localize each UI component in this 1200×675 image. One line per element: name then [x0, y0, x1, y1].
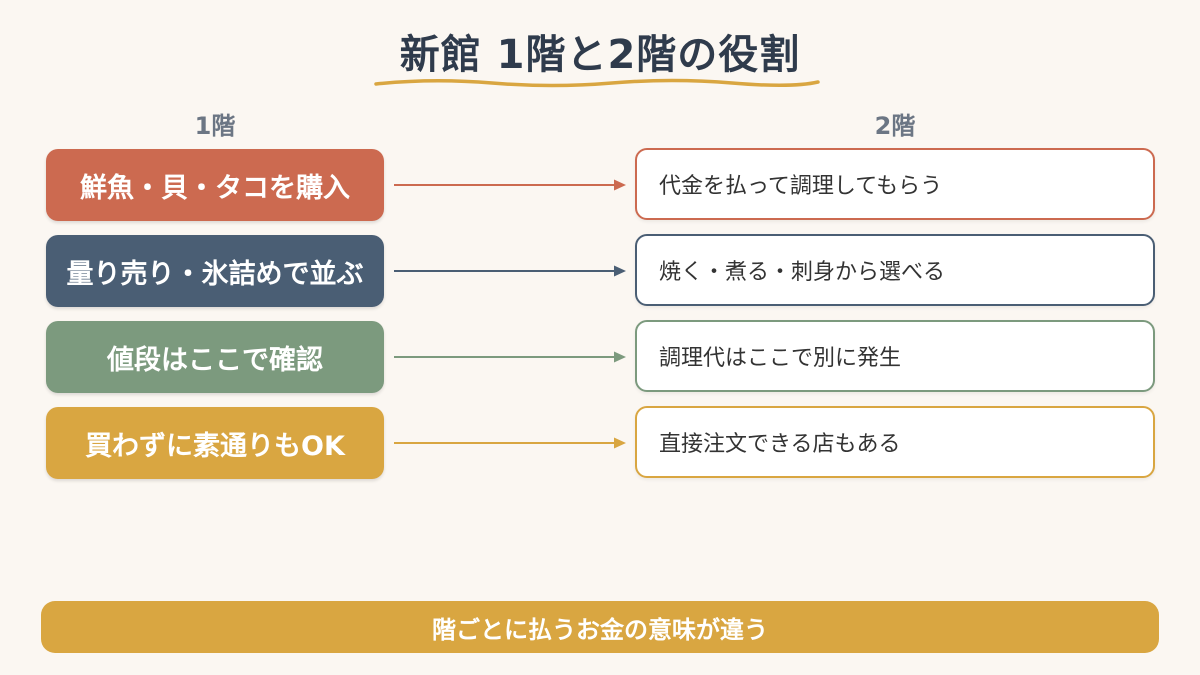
- arrow-icon: [394, 437, 626, 449]
- floor-2-item-cooking-styles: 焼く・煮る・刺身から選べる: [635, 234, 1155, 306]
- title-underline: [374, 78, 820, 88]
- floor-1-item-browse-ok: 買わずに素通りもOK: [46, 407, 384, 479]
- floor-2-item-pay-for-cooking: 代金を払って調理してもらう: [635, 148, 1155, 220]
- page-title: 新館 1階と2階の役割: [399, 32, 801, 78]
- floor-2-item-direct-order: 直接注文できる店もある: [635, 406, 1155, 478]
- column-header-floor-2: 2階: [874, 112, 916, 140]
- arrow-icon: [394, 265, 626, 277]
- floor-1-item-sold-by-weight: 量り売り・氷詰めで並ぶ: [46, 235, 384, 307]
- floor-1-item-check-price: 値段はここで確認: [46, 321, 384, 393]
- floor-2-item-cooking-fee: 調理代はここで別に発生: [635, 320, 1155, 392]
- floor-1-item-buy-seafood: 鮮魚・貝・タコを購入: [46, 149, 384, 221]
- column-header-floor-1: 1階: [194, 112, 236, 140]
- arrow-icon: [394, 351, 626, 363]
- arrow-icon: [394, 179, 626, 191]
- summary-banner: 階ごとに払うお金の意味が違う: [41, 601, 1159, 653]
